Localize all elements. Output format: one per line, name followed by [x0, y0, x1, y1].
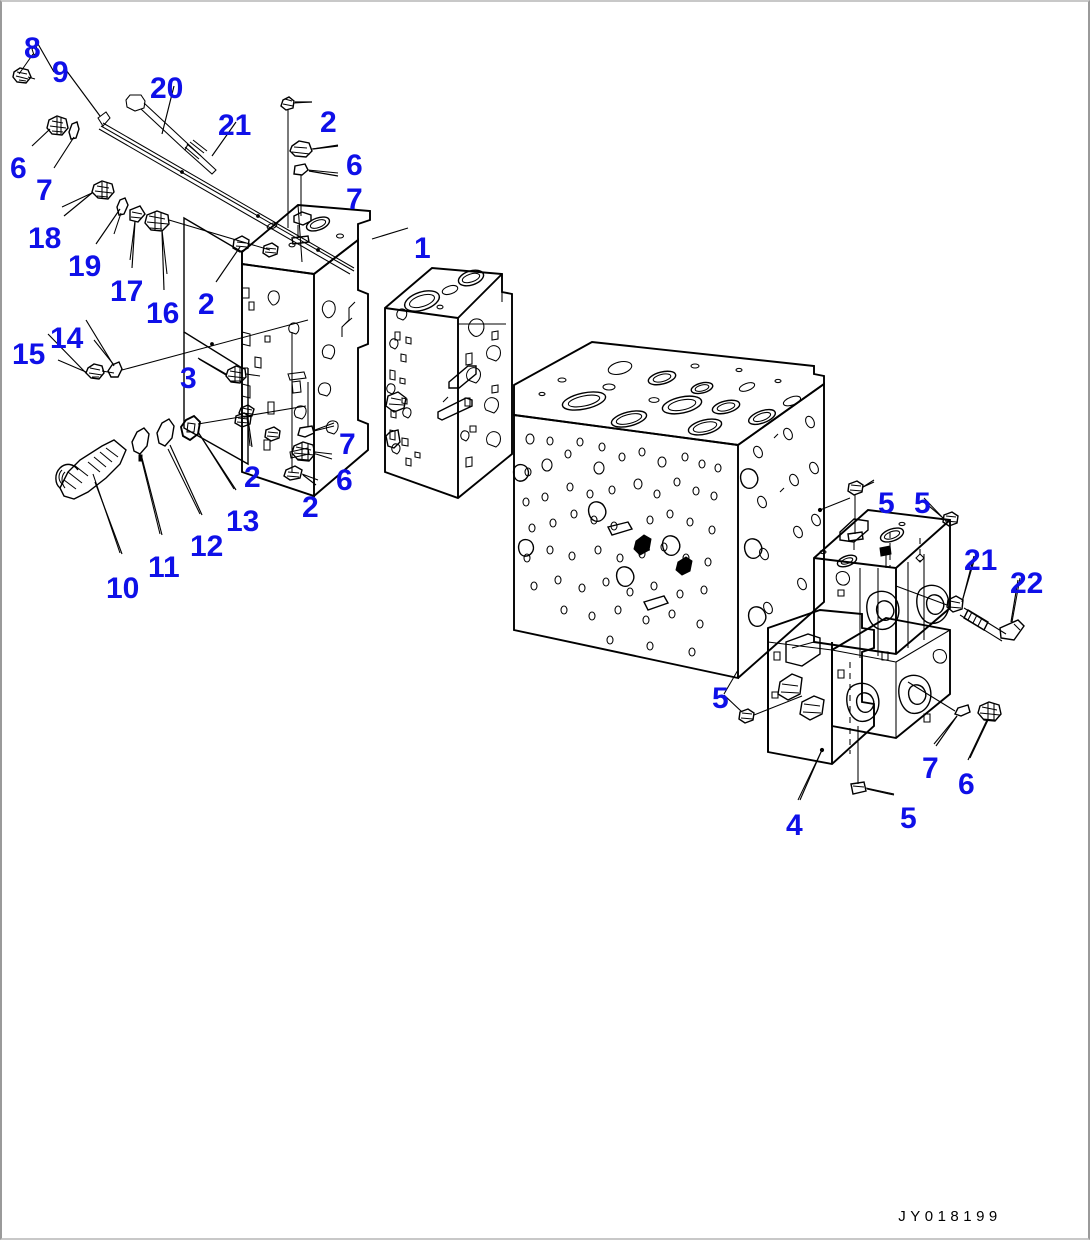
hardware-center-left [197, 96, 339, 481]
flange-bosses [232, 235, 281, 442]
callout-7: 7 [346, 183, 363, 216]
callout-leaders [31, 43, 1019, 801]
nut-6-lower [291, 441, 333, 462]
middle-section-block [384, 267, 513, 500]
pin-2-top [280, 96, 313, 228]
bolt-8-head [12, 67, 36, 84]
callout-2: 2 [320, 106, 337, 139]
callout-20: 20 [150, 72, 183, 105]
pin-2-lower [283, 332, 319, 481]
right-face-holes [739, 415, 821, 627]
bolt-22-right [959, 577, 1025, 642]
callout-1: 1 [414, 232, 431, 265]
right-valve-block [767, 509, 951, 766]
callout-8: 8 [24, 32, 41, 65]
callout-6: 6 [10, 152, 27, 185]
callout-7: 7 [36, 174, 53, 207]
callout-13: 13 [226, 505, 259, 538]
callout-17: 17 [110, 275, 143, 308]
callout-9: 9 [52, 56, 69, 89]
callout-6: 6 [958, 768, 975, 801]
nut-8 [18, 45, 39, 75]
spool-assembly-10-13 [55, 405, 307, 554]
callout-15: 15 [12, 338, 45, 371]
middle-block-boss [385, 391, 407, 413]
callout-3: 3 [180, 362, 197, 395]
oring-14 [93, 339, 123, 378]
callout-5: 5 [900, 802, 917, 835]
callout-4: 4 [786, 809, 803, 842]
oring-12 [156, 418, 201, 515]
callout-12: 12 [190, 530, 223, 563]
washer-7-lower [297, 382, 335, 438]
tie-rod-9 [97, 111, 355, 275]
callout-19: 19 [68, 250, 101, 283]
callout-6: 6 [336, 464, 353, 497]
callout-10: 10 [106, 572, 139, 605]
callout-16: 16 [146, 297, 179, 330]
callout-18: 18 [28, 222, 61, 255]
callout-21: 21 [218, 109, 251, 142]
bolt-3 [197, 357, 261, 384]
oring-11 [131, 427, 161, 535]
left-valve-block-1 [183, 204, 371, 498]
callout-21: 21 [964, 544, 997, 577]
plug-17 [129, 205, 146, 261]
bolt-5-lower-left [738, 695, 803, 724]
callout-6: 6 [346, 149, 363, 182]
nut-6-left [46, 115, 69, 136]
fitting-18 [61, 180, 115, 208]
callout-2: 2 [198, 288, 215, 321]
callout-7: 7 [922, 752, 939, 785]
callout-5: 5 [712, 682, 729, 715]
bolt-15 [57, 359, 115, 380]
right-block-fasteners [738, 479, 1025, 801]
bolt-5-lower-center [850, 726, 895, 795]
front-face-holes [512, 433, 722, 657]
main-valve-body [512, 341, 851, 695]
washer-7-left [68, 121, 80, 140]
callout-14: 14 [50, 322, 84, 355]
fitting-16 [144, 210, 170, 275]
callout-5: 5 [914, 487, 931, 520]
callout-2: 2 [244, 461, 261, 494]
callout-11: 11 [148, 551, 180, 584]
callout-2: 2 [302, 491, 319, 524]
washer-7-top [291, 163, 339, 245]
nut-6-right [969, 701, 1002, 759]
callout-5: 5 [878, 487, 895, 520]
drawing-id: JY018199 [898, 1208, 1002, 1225]
callout-7: 7 [339, 428, 356, 461]
callout-22: 22 [1010, 567, 1043, 600]
long-rod-assembly [12, 45, 355, 275]
oring-19 [113, 197, 129, 235]
